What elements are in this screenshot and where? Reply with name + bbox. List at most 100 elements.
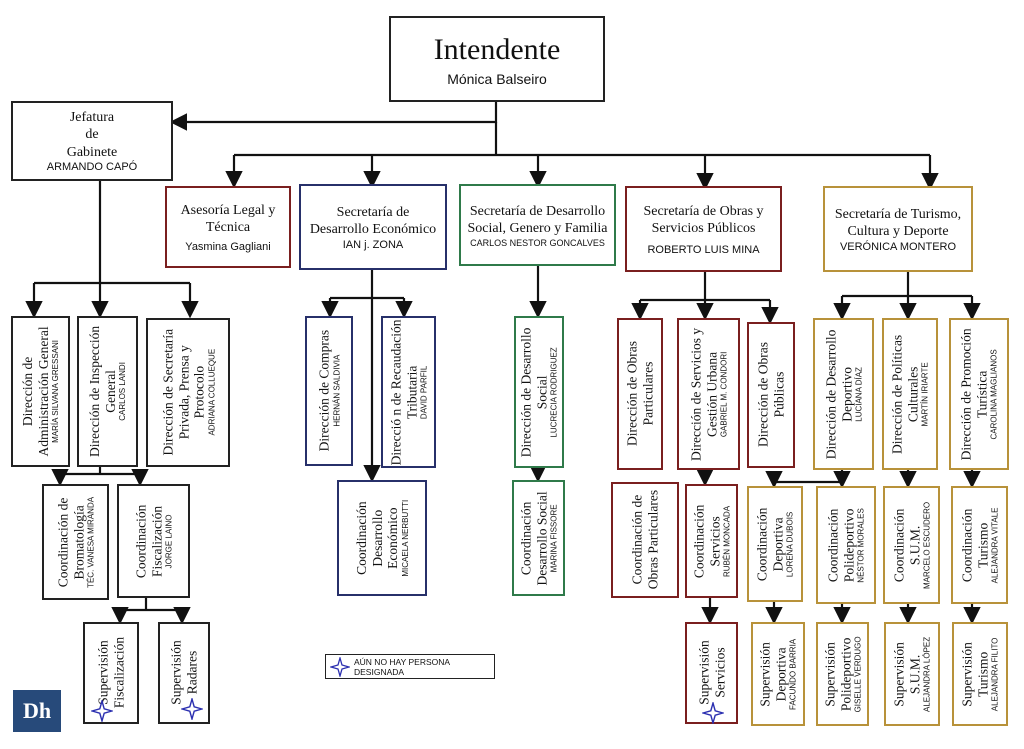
intendente-box: Intendente Mónica Balseiro [389, 16, 605, 102]
dir-admin-title: Dirección de Administración General [20, 326, 51, 457]
secretaria-social-box: Secretaría de Desarrollo Social, Genero … [459, 184, 616, 266]
secretaria-legal-title: Asesoría Legal y Técnica [180, 202, 276, 236]
jefatura-title-3: Gabinete [66, 144, 118, 160]
dir-promtur-name: CAROLINA MAGLIANOS [989, 348, 999, 440]
secretaria-social-name: CARLOS NESTOR GONCALVES [470, 237, 605, 248]
coord-fisc-title: Coordinación Fiscalización [133, 504, 164, 578]
coord-sum-title: Coordinación S.U.M. [891, 508, 922, 582]
secretaria-obras-name: ROBERTO LUIS MINA [647, 243, 760, 256]
coord-dessoc-name: MARINA FISSORE [549, 503, 559, 573]
dir-priv-title: Dirección de Secretaría Privada, Prensa … [159, 329, 206, 456]
dir-priv-name: ADRIANA COLLUEQUE [206, 349, 216, 436]
dir-servgest-title: Dirección de Servicios y Gestión Urbana [688, 327, 719, 461]
sup-fisc-box: Supervisión Fiscalización [83, 622, 139, 724]
dir-recaud-title: Direcció n de Recaudación Tributaria [388, 319, 419, 465]
intendente-name: Mónica Balseiro [447, 70, 547, 87]
sup-poli-name: GISELLE VERDUGO [853, 635, 863, 713]
dir-obrpart-title: Dirección de Obras Particulares [624, 341, 655, 447]
coord-poli-title: Coordinación Polideportivo [825, 508, 857, 582]
secretaria-legal-box: Asesoría Legal y Técnica Yasmina Gaglian… [165, 186, 291, 268]
coord-serv-title: Coordinación Servicios [691, 504, 722, 578]
dir-polcult-name: MARTÍN IRIARTE [920, 361, 930, 427]
star-icon [702, 702, 724, 724]
secretaria-economico-box: Secretaría de Desarrollo Económico IAN j… [299, 184, 447, 270]
dir-dessoc-title: Dirección de Desarrollo Social [518, 327, 550, 457]
sup-sum-box: Supervisión S.U.M.ALEJANDRA LÓPEZ [884, 622, 940, 726]
coord-brom-title: Coordinación de Bromatología [55, 497, 86, 587]
dir-desdep-name: LUCIANA DÍAZ [854, 366, 864, 422]
sup-tur-name: ALEJANDRA FILITO [990, 637, 1000, 711]
dir-obrpart-box: Dirección de Obras Particulares [617, 318, 663, 470]
dir-insp-title: Dirección de Inspección General [87, 325, 118, 458]
coord-deseco-title: Coordinación Desarrollo Económico [353, 501, 400, 575]
secretaria-social-title: Secretaría de Desarrollo Social, Genero … [467, 203, 608, 237]
dir-compras-name: HERNÁN SALDIVIA [331, 354, 341, 428]
sup-sum-name: ALEJANDRA LÓPEZ [922, 636, 932, 712]
secretaria-obras-title: Secretaría de Obras y Servicios Públicos [643, 203, 764, 237]
coord-obrpart-box: Coordinación de Obras Particulares [611, 482, 679, 598]
secretaria-economico-name: IAN j. ZONA [342, 238, 404, 251]
dir-recaud-name: DAVID PARFIL [419, 365, 429, 419]
jefatura-title-2: de [85, 127, 99, 143]
dir-dessoc-name: LUCRECIA RODRIGUEZ [549, 346, 559, 438]
sup-sum-title: Supervisión S.U.M. [891, 641, 923, 707]
sup-dep-name: FACUNDO BARRIA [788, 638, 798, 710]
coord-sum-name: MARCELO ESCUDERO [922, 501, 932, 589]
jefatura-box: Jefatura de Gabinete ARMANDO CAPÓ [11, 101, 173, 181]
dir-obrpub-title: Dirección de Obras Públicas [755, 342, 786, 448]
dir-servgest-name: GABRIEL M. CONDORI [719, 351, 729, 437]
coord-obrpart-title: Coordinación de Obras Particulares [629, 490, 660, 590]
secretaria-obras-box: Secretaría de Obras y Servicios Públicos… [625, 186, 782, 272]
legend-box: AÚN NO HAY PERSONA DESIGNADA [325, 654, 495, 679]
dir-priv-box: Dirección de Secretaría Privada, Prensa … [146, 318, 230, 467]
coord-dessoc-title: Coordinación Desarrollo Social [518, 490, 549, 586]
secretaria-turismo-name: VERÓNICA MONTERO [839, 240, 957, 253]
jefatura-title-1: Jefatura [69, 109, 115, 125]
secretaria-turismo-title: Secretaría de Turismo, Cultura y Deporte [834, 206, 962, 240]
secretaria-economico-title: Secretaría de Desarrollo Económico [309, 204, 437, 238]
secretaria-turismo-box: Secretaría de Turismo, Cultura y Deporte… [823, 186, 973, 272]
intendente-title: Intendente [433, 33, 561, 67]
coord-dep-name: LORENA DUBOIS [785, 511, 795, 577]
coord-poli-name: NÉSTOR MORALES [856, 507, 866, 583]
sup-poli-title: Supervisión Polideportivo [822, 637, 853, 711]
dh-logo: Dh [13, 690, 61, 732]
dir-insp-name: CARLOS LANDI [118, 362, 128, 421]
dir-obrpub-box: Dirección de Obras Públicas [747, 322, 795, 468]
dir-desdep-title: Dirección de Desarrollo Deportivo [823, 329, 854, 459]
coord-sum-box: Coordinación S.U.M.MARCELO ESCUDERO [883, 486, 940, 604]
coord-tur-name: ALEJANDRA VITALE [990, 507, 1000, 583]
coord-dep-title: Coordinación Deportiva [754, 507, 786, 581]
coord-tur-title: Coordinación Turismo [959, 508, 990, 582]
legend-text: AÚN NO HAY PERSONA DESIGNADA [354, 656, 450, 677]
sup-tur-title: Supervisión Turismo [959, 641, 991, 707]
star-icon [181, 698, 203, 720]
coord-serv-name: RUBÉN MONCADA [722, 505, 732, 577]
dir-admin-name: MARÍA SILVANA GRESSANI [51, 340, 61, 443]
coord-fisc-name: JORGE LAINO [164, 514, 174, 568]
sup-radares-box: Supervisión Radares [158, 622, 210, 724]
star-icon [330, 656, 350, 677]
star-icon [91, 700, 113, 722]
